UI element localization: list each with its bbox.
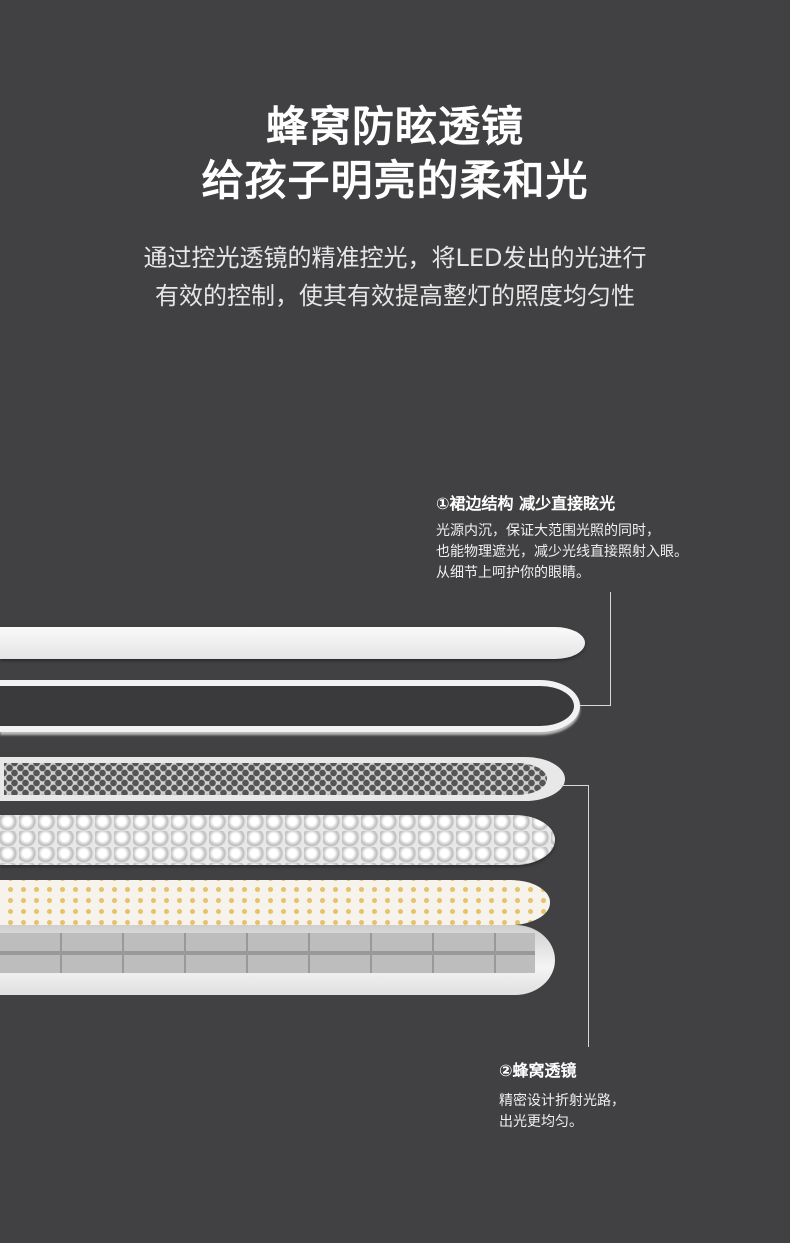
- annotation2-heading: ②蜂窝透镜: [499, 1061, 577, 1080]
- subtitle-line2: 有效的控制，使其有效提高整灯的照度均匀性: [155, 282, 635, 310]
- leader-line-2: [588, 785, 589, 1047]
- headline-line1: 蜂窝防眩透镜: [265, 102, 524, 151]
- lamp-top-cover: [0, 627, 585, 659]
- honeycomb-pattern: [4, 763, 547, 795]
- annotation1-heading: ①裙边结构 减少直接眩光: [436, 494, 616, 513]
- honeycomb-lens: [0, 757, 565, 801]
- subtitle-line1: 通过控光透镜的精准控光，将LED发出的光进行: [143, 244, 647, 272]
- headline-line2: 给孩子明亮的柔和光: [201, 156, 589, 205]
- annotation2-line: 出光更均匀。: [499, 1114, 583, 1130]
- annotation1-line: 也能物理遮光，减少光线直接照射入眼。: [436, 544, 688, 560]
- annotation2-line: 精密设计折射光路，: [499, 1093, 625, 1109]
- prism-lens: [0, 815, 555, 865]
- annotation1-line: 从细节上呵护你的眼睛。: [436, 565, 590, 581]
- annotation1-line: 光源内沉，保证大范围光照的同时，: [436, 523, 660, 539]
- leader-line-1: [610, 592, 611, 706]
- skirt-frame: [0, 680, 580, 732]
- annotation1-text: 光源内沉，保证大范围光照的同时， 也能物理遮光，减少光线直接照射入眼。 从细节上…: [436, 521, 688, 584]
- led-board: [0, 880, 550, 925]
- tray-ribs: [0, 933, 535, 973]
- base-tray: [0, 925, 555, 995]
- leader-line-1-h: [580, 705, 611, 706]
- annotation2-text: 精密设计折射光路， 出光更均匀。: [499, 1091, 625, 1133]
- leader-line-2-h: [560, 785, 589, 786]
